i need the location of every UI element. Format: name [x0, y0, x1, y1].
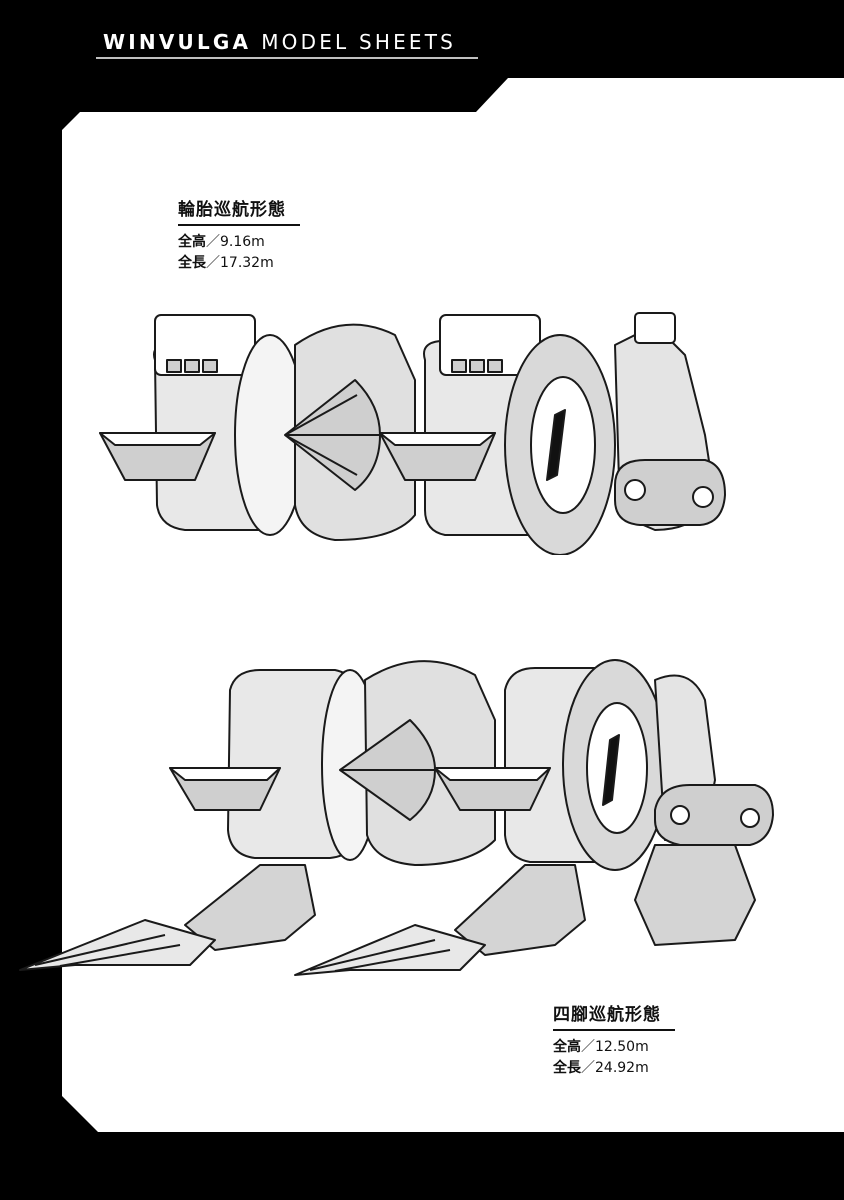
front-wheel-slot — [602, 734, 620, 806]
rear-vent-2 — [184, 359, 200, 373]
rear-blade-face — [99, 432, 216, 446]
inner-rule — [69, 84, 844, 1125]
front-wheel-hub — [530, 376, 596, 514]
front-vent-3 — [487, 359, 503, 373]
length-value: ／17.32m — [206, 255, 274, 271]
track-unit — [654, 784, 774, 846]
track-wheel-1 — [670, 805, 690, 825]
rear-vent-3 — [202, 359, 218, 373]
length-value: ／24.92m — [581, 1060, 649, 1076]
front-vent-1 — [451, 359, 467, 373]
hind-leg — [634, 844, 756, 946]
length-row: 全長／24.92m — [553, 1058, 675, 1079]
front-blade-face — [434, 767, 551, 781]
tire-cruise-form-illustration — [99, 312, 726, 555]
four-legged-cruise-form-spec: 四腳巡航形態 全高／12.50m 全長／24.92m — [553, 1000, 675, 1079]
four-legged-cruise-form-illustration — [19, 659, 774, 976]
front-wheel-slot — [546, 409, 566, 481]
height-value: ／9.16m — [206, 234, 265, 250]
height-value: ／12.50m — [581, 1039, 649, 1055]
form-title: 四腳巡航形態 — [553, 1000, 675, 1031]
length-label: 全長 — [178, 255, 206, 271]
rear-leg — [184, 864, 316, 951]
header-title: WINVULGA MODEL SHEETS — [103, 30, 456, 54]
tire-cruise-form-spec: 輪胎巡航形態 全高／9.16m 全長／17.32m — [178, 195, 300, 274]
height-row: 全高／12.50m — [553, 1037, 675, 1058]
length-label: 全長 — [553, 1060, 581, 1076]
front-blade-face — [379, 432, 496, 446]
rear-vent-1 — [166, 359, 182, 373]
track-unit — [614, 459, 726, 526]
front-wheel-hub — [586, 702, 648, 834]
height-label: 全高 — [178, 234, 206, 250]
length-row: 全長／17.32m — [178, 253, 300, 274]
header-subtitle: MODEL SHEETS — [261, 30, 457, 54]
form-title: 輪胎巡航形態 — [178, 195, 300, 226]
height-label: 全高 — [553, 1039, 581, 1055]
track-wheel-1 — [624, 479, 646, 501]
track-wheel-2 — [740, 808, 760, 828]
front-vent-2 — [469, 359, 485, 373]
header-brand: WINVULGA — [103, 30, 252, 54]
track-wheel-2 — [692, 486, 714, 508]
rear-blade-face — [169, 767, 281, 781]
height-row: 全高／9.16m — [178, 232, 300, 253]
head-top-plate — [634, 312, 676, 344]
front-leg — [454, 864, 586, 956]
